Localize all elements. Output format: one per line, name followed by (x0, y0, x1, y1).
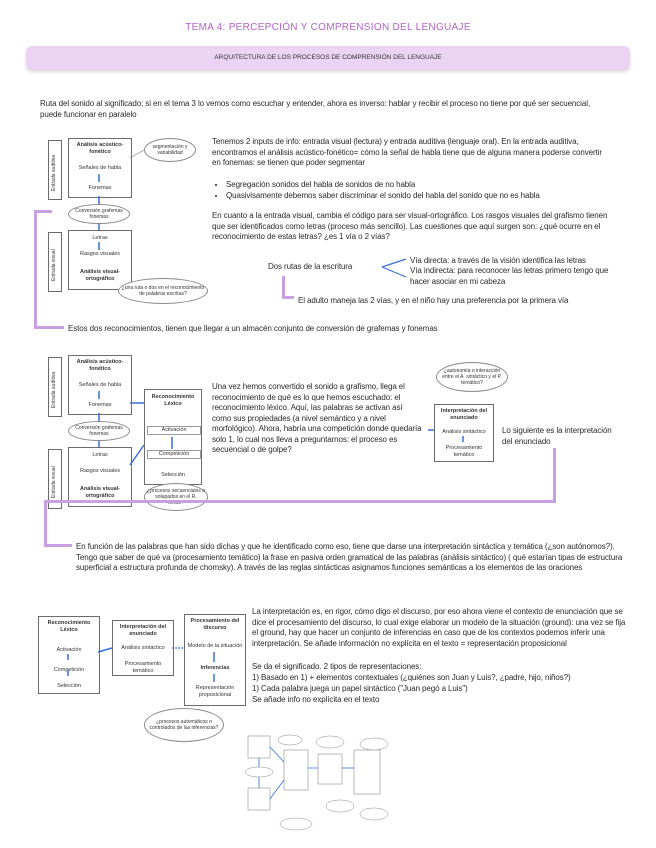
purple-connector-left-h (34, 210, 52, 213)
mini-ie-title: Interpretación del enunciado (440, 408, 488, 421)
section4-p4: 1) Cada palabra juega un papel sintáctic… (252, 684, 468, 693)
diagram2-bubble-conv: Conversión grafemas fonemas (68, 421, 130, 441)
mini-ie-box: Interpretación del enunciado Análisis si… (434, 404, 494, 462)
diagram-3: Reconocimiento Léxico Activación Competi… (36, 612, 248, 744)
diagram1-top-item1: Señales de habla (78, 165, 122, 171)
diagram2-bottom-title: Análisis visual-ortográfico (79, 486, 121, 499)
full-diagram-thumbnail (244, 732, 414, 838)
diagram2-arrows (98, 391, 173, 466)
side-label-auditiva: Entrada auditiva (48, 140, 62, 200)
section1-bullet-2: Quasivisamente debemos saber discriminar… (226, 191, 606, 202)
d3-arrows (67, 647, 215, 682)
diagram1-top-item2: Fonemas (88, 185, 112, 191)
diagram-1: Entrada auditiva Análisis acústico-fonét… (48, 138, 208, 308)
diagram1-bubble-q: ¿una ruta o dos en el reconocimiento de … (118, 278, 208, 304)
full-diagram-thumbnail-svg (244, 734, 389, 831)
mini-arrows (428, 429, 464, 442)
purple-connector-s2-v2 (44, 500, 47, 546)
diagram1-bottom-box: Letras Rasgos visuales Análisis visual-o… (68, 230, 132, 290)
diagram2-rl-title: Reconocimiento Léxico (151, 394, 195, 407)
d3-analisis: Análisis sintáctico (121, 645, 165, 651)
mini-ie-item2: Procesamiento temático (445, 445, 483, 458)
diagram2-bubble-q: ¿procesos secuenciales o solapados en el… (144, 483, 208, 511)
section4-p1: La interpretación es, en rigor, cómo dig… (252, 607, 626, 648)
diagram2-seleccion: Selección (161, 472, 185, 478)
purple-connector-adulto-v (282, 276, 285, 298)
purple-connector-left-v (34, 210, 37, 328)
diagram-2: Entrada auditiva Análisis acústico-fonét… (48, 355, 208, 515)
ruta-indirecta: Vía indirecta: para reconocer las letras… (410, 266, 609, 286)
side-label-visual: Entrada visual (48, 232, 62, 292)
purple-connector-adulto-h (282, 296, 294, 299)
d3-bubble-q: ¿procesos automáticos o controlados de l… (144, 708, 224, 742)
diagram1-bubble-seg: segmentación y variabilidad (144, 138, 196, 162)
section2-mini-diagram: ¿autonomía o interacción entre el A. sin… (428, 362, 508, 464)
purple-connector-s2-h2 (44, 544, 72, 547)
d3-inferencias: Inferencias (200, 665, 230, 671)
diagram2-rl-box: Reconocimiento Léxico Activación Competi… (144, 389, 202, 485)
section3-text: En función de las palabras que han sido … (76, 542, 623, 572)
section4-p2: Se da el significado. 2 tipos de represe… (252, 662, 422, 671)
section1-bullets: Segregación sonidos del habla de sonidos… (212, 180, 606, 201)
diagram2-bottom-item2: Rasgos visuales (79, 468, 121, 474)
d3-proc-tematico: Procesamiento temático (124, 661, 162, 674)
purple-connector-left-h2 (34, 326, 64, 329)
diagram2-bottom-item1: Letras (92, 452, 108, 458)
ruta-directa: Vía directa: a través de la visión ident… (410, 256, 586, 265)
diagram1-top-title: Análisis acústico-fonético (76, 142, 124, 155)
diagram1-arrows (98, 149, 145, 250)
diagram2-top-box: Análisis acústico-fonético Señales de ha… (68, 355, 132, 415)
section1-p1: Tenemos 2 inputs de info: entrada visual… (212, 137, 602, 167)
section1-p2: En cuanto a la entrada visual, cambia el… (212, 211, 608, 241)
dos-rutas-arrows (381, 258, 407, 278)
d3-activacion: Activación (56, 647, 82, 653)
diagram1-bottom-item1: Letras (92, 235, 108, 241)
diagram2-competicion: Competición (147, 450, 201, 459)
diagram2-top-item2: Fonemas (88, 402, 112, 408)
d3-ie-box: Interpretación del enunciado Análisis si… (112, 620, 174, 676)
section4-p3: 1) Basado en 1) + elementos contextuales… (252, 673, 571, 682)
d3-competicion: Competición (53, 667, 85, 673)
section1-conclusion: Estos dos reconocimientos, tienen que ll… (68, 324, 438, 333)
section-banner: ARQUITECTURA DE LOS PROCESOS DE COMPRENS… (26, 46, 630, 70)
intro-text: Ruta del sonido al significado; si en el… (40, 99, 590, 119)
section4-p5: Se añade info no explícita en el texto (252, 695, 380, 704)
d3-rep: Representación proposicional (195, 685, 235, 698)
diagram1-top-box: Análisis acústico-fonético Señales de ha… (68, 138, 132, 198)
diagram1-bubble-conv: Conversión grafemas fonemas (68, 204, 130, 224)
adulto-text: El adulto maneja las 2 vías, y en el niñ… (298, 296, 569, 305)
d2-side-auditiva: Entrada auditiva (48, 357, 62, 417)
dos-rutas-label: Dos rutas de la escritura (268, 262, 353, 271)
section2-text: Una vez hemos convertido el sonido a gra… (212, 382, 422, 454)
diagram1-bottom-title: Análisis visual-ortográfico (79, 269, 121, 282)
diagram2-top-item1: Señales de habla (78, 382, 122, 388)
diagram2-top-title: Análisis acústico-fonético (76, 359, 124, 372)
d3-modelo: Modelo de la situación (187, 643, 243, 649)
section2-siguiente: Lo siguiente es la interpretación del en… (502, 426, 612, 446)
purple-connector-s2-v (553, 448, 556, 502)
d3-pd-box: Procesamiento del discurso Modelo de la … (184, 614, 246, 706)
diagram2-activacion: Activación (147, 426, 201, 435)
diagram1-bottom-item2: Rasgos visuales (79, 251, 121, 257)
purple-connector-s2-h (44, 500, 556, 503)
d2-side-visual: Entrada visual (48, 449, 62, 509)
mini-bubble-q: ¿autonomía o interacción entre el A. sin… (436, 362, 508, 392)
diagram2-bottom-box: Letras Rasgos visuales Análisis visual-o… (68, 447, 132, 507)
d3-pd-title: Procesamiento del discurso (190, 618, 240, 631)
d3-ie-title: Interpretación del enunciado (119, 624, 167, 637)
d3-rl-box: Reconocimiento Léxico Activación Competi… (38, 616, 100, 694)
d3-rl-title: Reconocimiento Léxico (47, 620, 91, 633)
banner-text: ARQUITECTURA DE LOS PROCESOS DE COMPRENS… (214, 54, 442, 61)
page-title: TEMA 4: PERCEPCIÓN Y COMPRENSION DEL LEN… (185, 22, 471, 33)
d3-seleccion: Selección (57, 683, 81, 689)
section1-bullet-1: Segregación sonidos del habla de sonidos… (226, 180, 606, 191)
mini-ie-item1: Análisis sintáctico (442, 429, 486, 435)
